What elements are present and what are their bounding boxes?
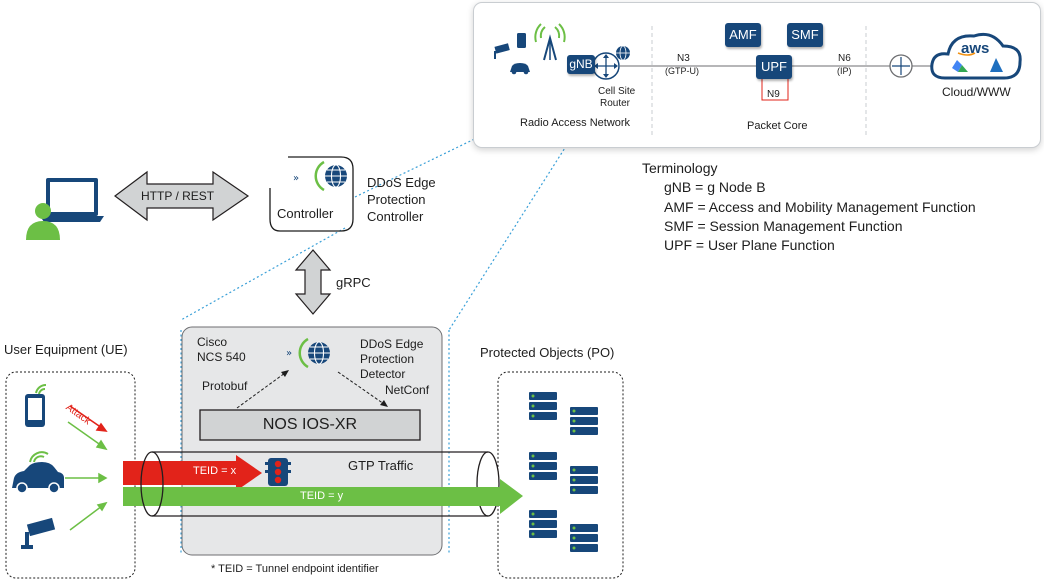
n9-label: N9 xyxy=(767,89,780,100)
smf-box: SMF xyxy=(787,23,823,47)
footnote: * TEID = Tunnel endpoint identifier xyxy=(211,563,379,575)
teid-x-arrow xyxy=(123,455,262,491)
protobuf-label: Protobuf xyxy=(202,379,248,393)
po-title: Protected Objects (PO) xyxy=(480,345,615,360)
n6-label: N6 xyxy=(838,53,851,64)
internet-router-icon xyxy=(889,54,913,78)
detector-title-line: Detector xyxy=(360,367,406,381)
http-rest-arrow xyxy=(114,170,250,222)
ue-title: User Equipment (UE) xyxy=(4,342,128,357)
controller-title-line: DDoS Edge xyxy=(367,175,436,190)
netconf-label: NetConf xyxy=(385,383,430,397)
detector-globe-icon: » xyxy=(286,337,330,369)
upf-box: UPF xyxy=(756,55,792,79)
tunnel-end xyxy=(476,451,500,517)
radio-access-network-label: Radio Access Network xyxy=(520,117,631,129)
amf-box: AMF xyxy=(725,23,761,47)
teid-y-arrow xyxy=(123,479,523,514)
nos-label: NOS IOS-XR xyxy=(262,416,358,433)
router-name-line: Cisco xyxy=(197,335,228,349)
router-label: Router xyxy=(600,98,631,109)
gtp-traffic-label: GTP Traffic xyxy=(348,458,414,473)
cloud-icon xyxy=(930,32,1022,80)
ran-core-graphics xyxy=(494,23,1022,138)
po-box xyxy=(497,371,624,579)
detector-title-line: Protection xyxy=(360,352,415,366)
n6-sub-label: (IP) xyxy=(837,66,852,76)
gnb-box: gNB xyxy=(567,55,595,74)
car-icon xyxy=(12,451,64,494)
grpc-arrow xyxy=(294,249,332,315)
controller-title-line: Controller xyxy=(367,209,424,224)
detector-title-line: DDoS Edge xyxy=(360,337,424,351)
terminology-line: AMF = Access and Mobility Management Fun… xyxy=(664,199,976,215)
server-icons xyxy=(529,392,598,552)
svg-text:»: » xyxy=(293,173,299,184)
ran-devices-icon xyxy=(494,33,530,75)
packet-core-label: Packet Core xyxy=(747,120,808,132)
teid-y-label: TEID = y xyxy=(300,490,344,502)
http-rest-label: HTTP / REST xyxy=(141,189,215,203)
laptop-user-icon xyxy=(26,178,104,240)
terminology-title: Terminology xyxy=(642,160,718,176)
controller-label: Controller xyxy=(277,206,334,221)
router-name-line: NCS 540 xyxy=(197,350,246,364)
aws-label: aws xyxy=(961,40,990,57)
cell-site-router-icon xyxy=(592,45,630,80)
detector-dashed-arrows xyxy=(236,371,385,409)
svg-text:»: » xyxy=(286,348,292,359)
ue-green-arrows xyxy=(65,421,108,531)
camera-icon xyxy=(21,517,56,549)
grpc-label: gRPC xyxy=(336,275,371,290)
n3-label: N3 xyxy=(677,53,690,64)
traffic-light-icon xyxy=(265,458,291,486)
terminology-line: SMF = Session Management Function xyxy=(664,218,903,234)
nos-box xyxy=(199,409,421,441)
controller-box xyxy=(269,156,354,232)
cell-site-label: Cell Site xyxy=(598,86,636,97)
terminology-line: gNB = g Node B xyxy=(664,179,766,195)
cloud-label: Cloud/WWW xyxy=(942,85,1011,99)
globe-icon: » xyxy=(293,160,347,192)
n3-sub-label: (GTP-U) xyxy=(665,66,699,76)
controller-title-line: Protection xyxy=(367,192,426,207)
smartphone-icon xyxy=(25,383,47,427)
terminology-line: UPF = User Plane Function xyxy=(664,237,835,253)
teid-x-label: TEID = x xyxy=(193,465,237,477)
antenna-icon xyxy=(534,23,566,61)
attack-arrow xyxy=(69,405,108,432)
